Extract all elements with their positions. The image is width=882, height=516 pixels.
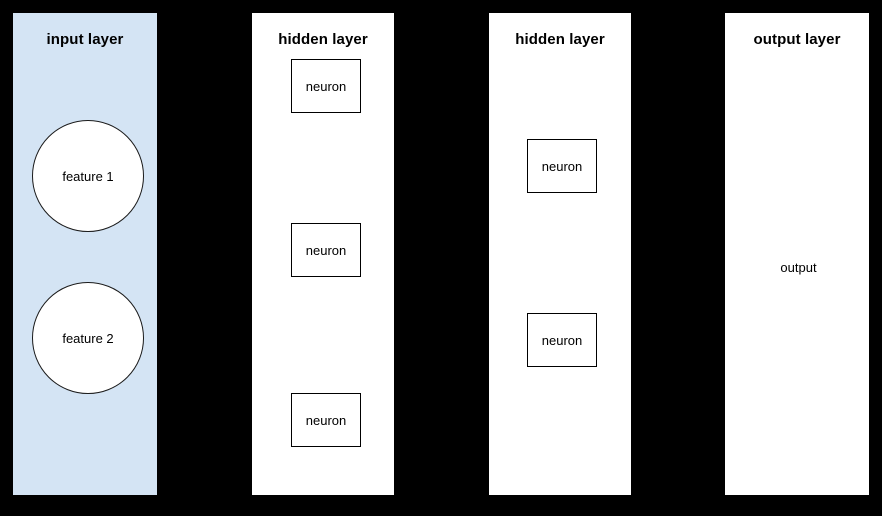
node-hidden2-neuron-2[interactable]: neuron <box>527 313 597 367</box>
node-feature-1[interactable]: feature 1 <box>32 120 144 232</box>
node-hidden1-neuron-3[interactable]: neuron <box>291 393 361 447</box>
node-label: neuron <box>541 158 583 174</box>
layer-title-hidden-1: hidden layer <box>278 31 368 48</box>
node-label: feature 2 <box>62 330 114 346</box>
layer-panel-input: input layer <box>12 12 158 496</box>
layer-title-hidden-2: hidden layer <box>515 31 605 48</box>
node-output[interactable]: output <box>747 219 850 304</box>
layer-panel-output: output layer <box>724 12 870 496</box>
node-hidden2-neuron-1[interactable]: neuron <box>527 139 597 193</box>
node-label: neuron <box>305 78 347 94</box>
layer-title-output: output layer <box>753 31 841 48</box>
node-label: neuron <box>305 242 347 258</box>
node-label: neuron <box>305 412 347 428</box>
node-label: neuron <box>541 332 583 348</box>
node-hidden1-neuron-2[interactable]: neuron <box>291 223 361 277</box>
node-feature-2[interactable]: feature 2 <box>32 282 144 394</box>
node-label: feature 1 <box>62 168 114 184</box>
node-hidden1-neuron-1[interactable]: neuron <box>291 59 361 113</box>
layer-title-input: input layer <box>46 31 124 48</box>
node-label: output <box>780 260 817 275</box>
layer-panel-hidden-2: hidden layer <box>488 12 632 496</box>
